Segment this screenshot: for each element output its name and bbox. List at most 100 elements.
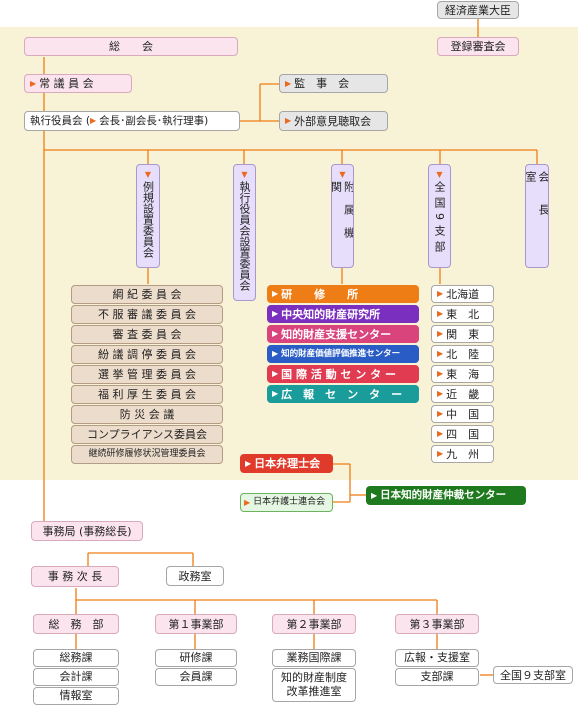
institution-item: ▶知的財産支援センター: [267, 325, 419, 343]
auditor-label: 監 事 会: [294, 77, 350, 90]
committee-item-label: 防 災 会 議: [119, 408, 175, 421]
section-item: 知的財産制度 改革推進室: [272, 668, 356, 702]
committee-item: 選 挙 管 理 委 員 会: [71, 365, 223, 384]
branch-item: ▶北海道: [431, 285, 494, 303]
branch-item-label: 北海道: [446, 287, 480, 301]
triangle-down-icon: ▼: [144, 170, 152, 179]
second-division-label: 第２事業部: [286, 617, 342, 631]
section-item: 情報室: [33, 687, 119, 705]
triangle-icon: ▶: [30, 78, 37, 88]
arbitration-center-label: 日本知的財産仲裁センター: [380, 489, 507, 502]
section-item-label: 研修課: [179, 651, 213, 664]
triangle-down-icon: ▼: [436, 170, 443, 179]
affiliated-institution-label: 附属機関: [331, 181, 354, 250]
affiliated-institution-column: ▼ 附属機関: [331, 164, 354, 268]
triangle-icon: ▶: [437, 409, 444, 418]
branch-office-label: 全国９支部室: [500, 668, 566, 682]
triangle-icon: ▶: [437, 349, 444, 358]
secretariat-label: 事務局 (事務総長): [42, 524, 132, 538]
section-item: 支部課: [395, 668, 479, 686]
president-office-column: 会長室: [525, 164, 549, 268]
minister-label: 経済産業大臣: [445, 3, 511, 17]
branch-item-label: 東 海: [446, 367, 480, 381]
branches-column-label: 全国9支部: [433, 181, 446, 257]
political-office-label: 政務室: [178, 569, 212, 583]
triangle-icon: ▶: [437, 289, 444, 298]
triangle-icon: ▶: [244, 497, 251, 507]
arbitration-center-box: ▶日本知的財産仲裁センター: [366, 486, 526, 505]
regulation-committee-column: ▼ 例規設置委員会: [136, 164, 160, 268]
branches-column: ▼ 全国9支部: [428, 164, 451, 268]
committee-item: 紛 議 調 停 委 員 会: [71, 345, 223, 364]
committee-item: 防 災 会 議: [71, 405, 223, 424]
triangle-icon: ▶: [272, 289, 279, 298]
triangle-icon: ▶: [285, 116, 292, 125]
standing-council-label: 常 議 員 会: [39, 77, 94, 90]
branch-item-label: 東 北: [446, 307, 480, 321]
branch-item-label: 中 国: [446, 407, 480, 421]
branch-item: ▶近 畿: [431, 385, 494, 403]
section-item: 研修課: [155, 649, 237, 667]
political-office-box: 政務室: [166, 566, 224, 586]
committee-item: 審 査 委 員 会: [71, 325, 223, 344]
branch-office-box: 全国９支部室: [493, 666, 573, 684]
third-division-box: 第３事業部: [395, 614, 479, 634]
outside-hearing-box: ▶外部意見聴取会: [279, 111, 388, 131]
institution-item-label: 研 修 所: [281, 287, 359, 301]
committee-item-label: 選 挙 管 理 委 員 会: [98, 368, 196, 381]
triangle-icon: ▶: [371, 490, 378, 500]
registration-board-label: 登録審査会: [450, 40, 506, 53]
institution-item: ▶研 修 所: [267, 285, 419, 303]
institution-item: ▶中央知的財産研究所: [267, 305, 419, 323]
committee-item-label: 福 利 厚 生 委 員 会: [98, 388, 196, 401]
committee-item: 綱 紀 委 員 会: [71, 285, 223, 304]
triangle-icon: ▶: [272, 369, 279, 378]
triangle-icon: ▶: [437, 369, 444, 378]
triangle-icon: ▶: [437, 429, 444, 438]
triangle-icon: ▶: [285, 78, 292, 88]
section-item: 業務国際課: [272, 649, 356, 667]
branch-item: ▶東 海: [431, 365, 494, 383]
institution-item-label: 知的財産支援センター: [281, 327, 392, 341]
committee-item: 不 服 審 議 委 員 会: [71, 305, 223, 324]
section-item: 総務課: [33, 649, 119, 667]
executive-board-box: 執行役員会 (▶会長･副会長･執行理事): [24, 111, 240, 131]
triangle-icon: ▶: [437, 449, 444, 458]
branch-item: ▶東 北: [431, 305, 494, 323]
section-item-label: 業務国際課: [286, 651, 342, 664]
institution-item: ▶国 際 活 動 セ ン タ ー: [267, 365, 419, 383]
section-item-label: 知的財産制度 改革推進室: [281, 671, 347, 698]
secretariat-box: 事務局 (事務総長): [31, 521, 143, 541]
section-item: 会計課: [33, 668, 119, 686]
triangle-icon: ▶: [89, 116, 97, 125]
section-item-label: 会計課: [59, 670, 93, 683]
triangle-icon: ▶: [437, 309, 444, 318]
standing-council-box: ▶常 議 員 会: [24, 74, 132, 93]
committee-item-label: 紛 議 調 停 委 員 会: [98, 348, 196, 361]
council-region-background: [0, 27, 578, 480]
branch-item: ▶中 国: [431, 405, 494, 423]
institution-item: ▶広 報 セ ン タ ー: [267, 385, 419, 403]
triangle-icon: ▶: [272, 389, 279, 398]
second-division-box: 第２事業部: [272, 614, 356, 634]
first-division-label: 第１事業部: [168, 617, 224, 631]
committee-item-label: 継続研修履修状況管理委員会: [88, 449, 206, 459]
general-affairs-division-box: 総 務 部: [33, 614, 119, 634]
branch-item-label: 四 国: [446, 427, 480, 441]
committee-item-label: 綱 紀 委 員 会: [112, 288, 182, 301]
institution-item-label: 国 際 活 動 セ ン タ ー: [281, 367, 396, 381]
institution-item: ▶知的財産価値評価推進センター: [267, 345, 419, 363]
committee-item-label: 審 査 委 員 会: [112, 328, 182, 341]
institution-item-label: 知的財産価値評価推進センター: [281, 348, 401, 359]
committee-item: 継続研修履修状況管理委員会: [71, 445, 223, 464]
auditor-box: ▶監 事 会: [279, 74, 388, 93]
jpaa-box: ▶日本弁理士会: [240, 454, 333, 473]
triangle-down-icon: ▼: [339, 170, 346, 179]
triangle-icon: ▶: [437, 389, 444, 398]
committee-item-label: 不 服 審 議 委 員 会: [98, 308, 196, 321]
jfba-box: ▶日本弁護士連合会: [240, 493, 333, 512]
branch-item: ▶九 州: [431, 445, 494, 463]
president-office-label: 会長室: [525, 171, 549, 237]
branch-item: ▶四 国: [431, 425, 494, 443]
section-item: 広報・支援室: [395, 649, 479, 667]
